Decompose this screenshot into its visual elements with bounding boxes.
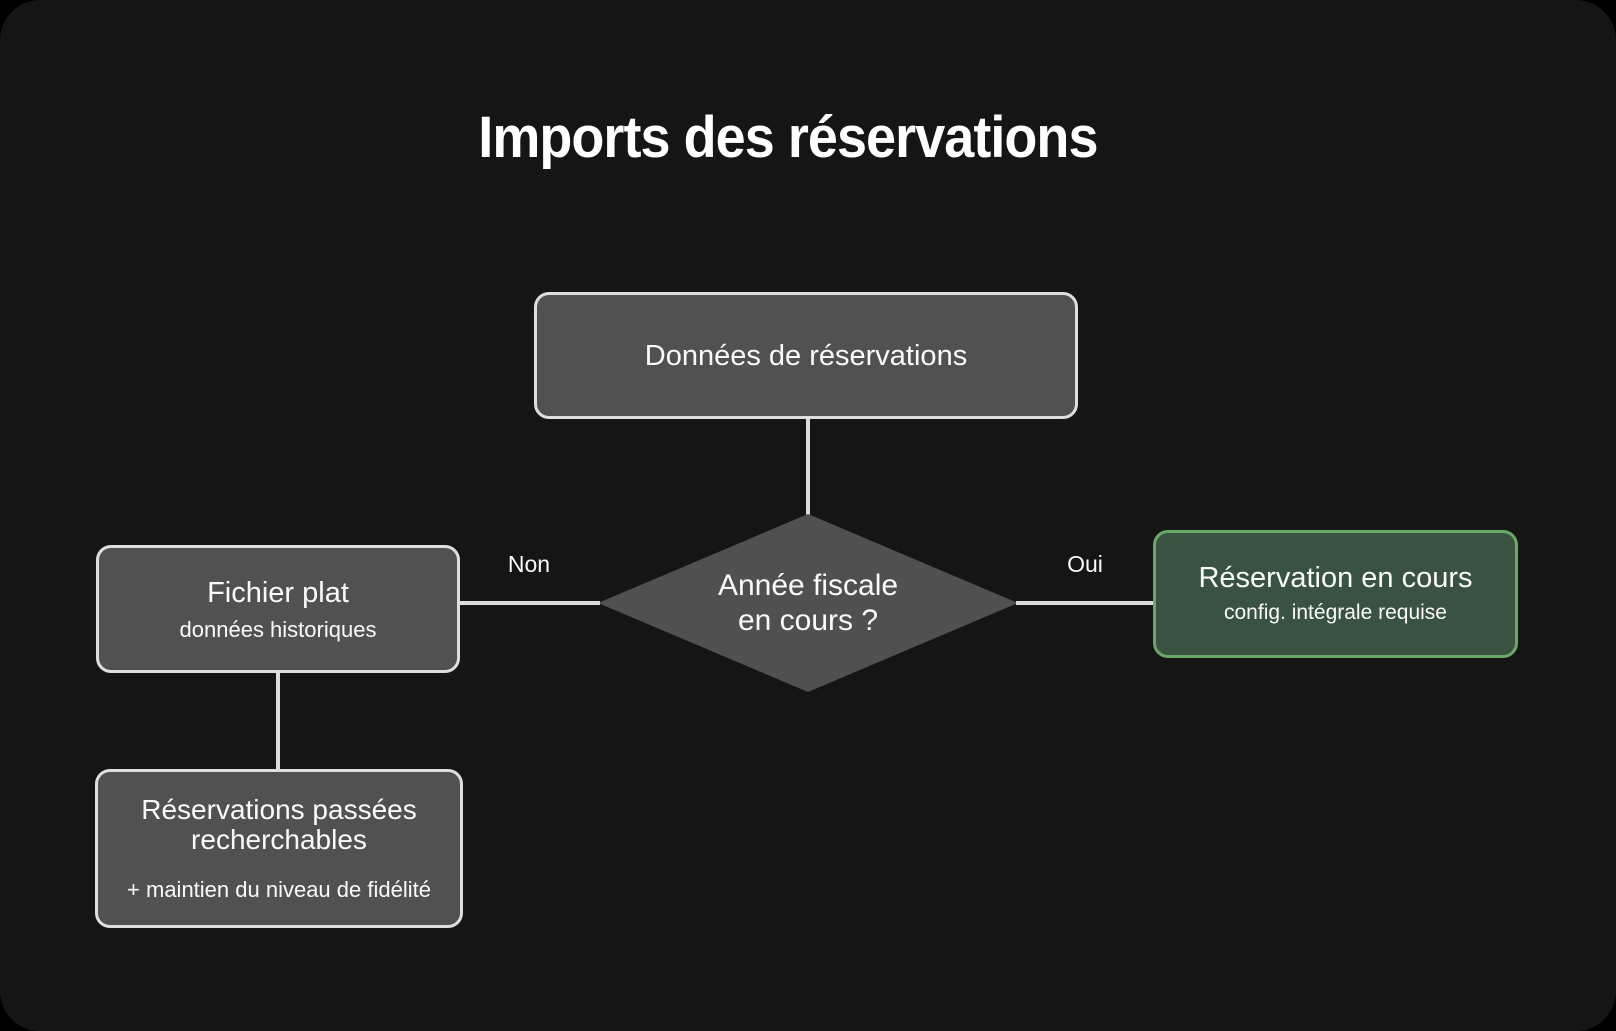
diagram-title-text: Imports des réservations — [478, 105, 1098, 170]
connector-decision-to-flat-file — [458, 601, 600, 605]
node-fichier-plat-title: Fichier plat — [207, 577, 349, 609]
node-donnees-de-reservations: Données de réservations — [534, 292, 1078, 419]
node-reservation-en-cours: Réservation en cours config. intégrale r… — [1153, 530, 1518, 658]
node-decision-annee-fiscale: Année fiscale en cours ? — [598, 514, 1018, 692]
node-reservations-passees-subtitle: + maintien du niveau de fidélité — [127, 876, 431, 902]
node-reservations-passees: Réservations passées recherchables + mai… — [95, 769, 463, 928]
node-reservation-en-cours-title: Réservation en cours — [1198, 562, 1473, 594]
decision-label-line1: Année fiscale — [717, 569, 899, 602]
connector-source-to-decision — [806, 419, 810, 516]
node-donnees-label: Données de réservations — [644, 339, 968, 372]
decision-label: Année fiscale en cours ? — [718, 568, 898, 638]
node-reservations-passees-title-line1: Réservations passées — [141, 793, 417, 825]
connector-flat-file-to-past-bookings — [276, 672, 280, 771]
decision-label-line2: en cours ? — [737, 604, 879, 637]
connector-decision-to-current-booking — [1016, 601, 1155, 605]
node-reservations-passees-title: Réservations passées recherchables — [141, 793, 417, 855]
node-fichier-plat-subtitle: données historiques — [179, 617, 377, 642]
edge-label-oui: Oui — [1067, 551, 1103, 577]
node-reservations-passees-title-line2: recherchables — [191, 823, 367, 855]
node-reservation-en-cours-subtitle: config. intégrale requise — [1224, 601, 1447, 624]
edge-label-non: Non — [507, 551, 551, 577]
diagram-title: Imports des réservations — [0, 104, 1576, 171]
node-fichier-plat: Fichier plat données historiques — [96, 545, 460, 673]
